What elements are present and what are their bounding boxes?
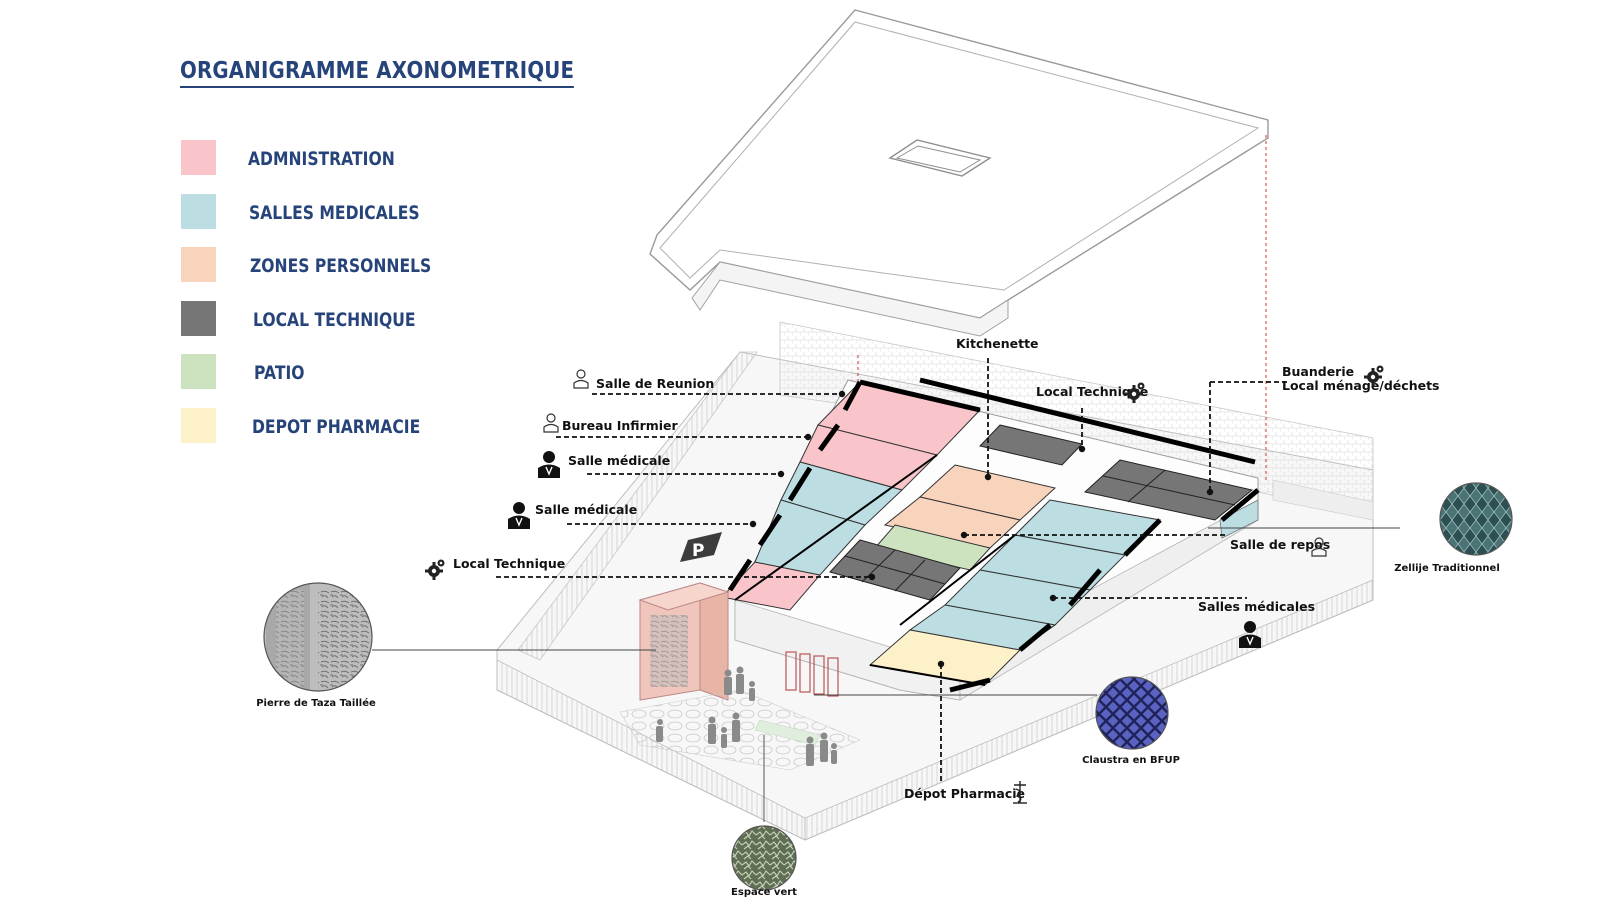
facade-thick-walls <box>727 377 1260 693</box>
gear-icon <box>1125 382 1145 403</box>
caption-pierre-taza: Pierre de Taza Taillée <box>256 697 376 709</box>
label-salle-medicale-1: Salle médicale <box>568 453 670 468</box>
legend-swatch <box>181 354 216 389</box>
leader-dots <box>749 390 1214 668</box>
legend-label: PATIO <box>254 362 305 384</box>
material-swatch-claustra <box>1095 676 1169 750</box>
label-local-technique-top: Local Technique <box>1036 384 1148 399</box>
caption-zellije: Zellije Traditionnel <box>1394 563 1500 574</box>
label-depot-pharmacie: Dépot Pharmacie <box>904 786 1025 801</box>
entrance-pavilion <box>638 582 730 701</box>
legend-swatch <box>181 193 216 229</box>
legend-swatch <box>181 140 216 175</box>
legend-label: ADMNISTRATION <box>248 148 395 170</box>
label-salle-reunion: Salle de Reunion <box>596 376 714 391</box>
doctor-icon <box>508 502 530 529</box>
svg-text:P: P <box>692 541 704 561</box>
material-swatch-espace-vert <box>731 825 797 891</box>
label-local-technique-left: Local Technique <box>453 556 565 571</box>
legend-label: ZONES PERSONNELS <box>250 255 432 277</box>
legend-swatch <box>181 407 216 443</box>
caption-espace-vert: Espace vert <box>731 887 797 898</box>
material-swatch-pierre-taza <box>263 582 373 692</box>
parking-sign: P <box>680 532 722 562</box>
label-bureau-infirmier: Bureau Infirmier <box>562 418 679 433</box>
legend-swatch <box>181 247 216 282</box>
leader-lines <box>496 358 1287 782</box>
caption-claustra: Claustra en BFUP <box>1082 755 1180 766</box>
label-kitchenette: Kitchenette <box>956 336 1039 351</box>
zone-local-technique <box>829 424 1254 601</box>
label-salles-medicales: Salles médicales <box>1198 599 1315 614</box>
zone-salles-medicales-right <box>908 499 1259 651</box>
zone-administration <box>721 381 981 611</box>
legend-swatch <box>181 300 216 336</box>
legend-label: LOCAL TECHNIQUE <box>253 308 416 331</box>
label-local-menage: Local ménage/déchets <box>1282 378 1440 393</box>
person-outline-icon <box>573 369 589 389</box>
page-title: ORGANIGRAMME AXONOMETRIQUE <box>180 58 575 88</box>
material-lines <box>372 527 1400 822</box>
label-salle-repos: Salle de repos <box>1230 537 1330 552</box>
pharmacy-caduceus-icon <box>1013 781 1027 804</box>
courtyard <box>619 651 861 771</box>
legend-label: DEPOT PHARMACIE <box>252 415 421 438</box>
gear-icon <box>425 559 445 580</box>
person-outline-icon <box>1311 537 1327 557</box>
label-buanderie: Buanderie <box>1282 364 1354 379</box>
label-salle-medicale-2: Salle médicale <box>535 502 637 517</box>
doctor-icon <box>538 451 560 478</box>
material-swatch-zellije <box>1439 482 1513 556</box>
roof-outline <box>649 9 1269 480</box>
person-outline-icon <box>543 413 559 433</box>
gear-icon <box>1364 365 1384 386</box>
legend-label: SALLES MEDICALES <box>249 201 420 224</box>
doctor-icon <box>1239 621 1261 648</box>
